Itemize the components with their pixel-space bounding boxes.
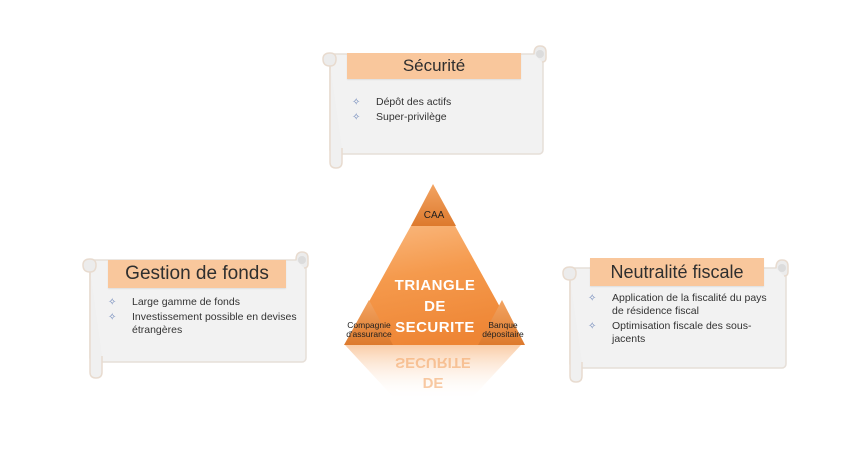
triangle-title-line2: DE	[424, 298, 446, 315]
triangle-corner-right	[478, 300, 525, 345]
neutralite-list: ✧Application de la fiscalité du pays de …	[588, 292, 768, 348]
scroll-neutralite: Neutralité fiscale ✧Application de la fi…	[562, 256, 790, 384]
scroll-frame	[562, 259, 789, 383]
four-point-star-icon: ✧	[108, 297, 117, 308]
four-point-star-icon: ✧	[352, 97, 361, 108]
triangle-corner-right-label: Banque dépositaire	[482, 320, 524, 339]
scroll-securite: Sécurité ✧Dépôt des actifs ✧Super-privil…	[322, 44, 548, 170]
gestion-list: ✧Large gamme de fonds ✧Investissement po…	[108, 296, 298, 339]
triangle-corner-top-label: CAA	[423, 210, 445, 221]
four-point-star-icon: ✧	[352, 112, 361, 123]
gestion-title: Gestion de fonds	[108, 260, 286, 288]
securite-list: ✧Dépôt des actifs ✧Super-privilège	[352, 96, 532, 126]
securite-title: Sécurité	[347, 53, 521, 79]
list-item: ✧Application de la fiscalité du pays de …	[588, 292, 767, 317]
list-item: ✧Optimisation fiscale des sous-jacents	[588, 320, 752, 345]
list-item: ✧Super-privilège	[352, 111, 447, 123]
triangle-corner-left-label: Compagnie d'assurance	[346, 320, 392, 339]
list-item: ✧Large gamme de fonds	[108, 296, 240, 308]
triangle-corner-top	[411, 184, 456, 226]
triangle-reflection	[345, 345, 521, 400]
scroll-gestion: Gestion de fonds ✧Large gamme de fonds ✧…	[82, 250, 310, 380]
triangle-title-line3: SECURITE	[395, 319, 475, 336]
four-point-star-icon: ✧	[588, 321, 597, 332]
four-point-star-icon: ✧	[588, 293, 597, 304]
four-point-star-icon: ✧	[108, 312, 117, 323]
triangle-body	[345, 186, 521, 345]
list-item: ✧Investissement possible en devises étra…	[108, 311, 297, 336]
triangle-title-line1: TRIANGLE	[394, 277, 476, 294]
neutralite-title: Neutralité fiscale	[590, 258, 764, 286]
triangle-corner-left	[344, 300, 393, 345]
list-item: ✧Dépôt des actifs	[352, 96, 452, 108]
